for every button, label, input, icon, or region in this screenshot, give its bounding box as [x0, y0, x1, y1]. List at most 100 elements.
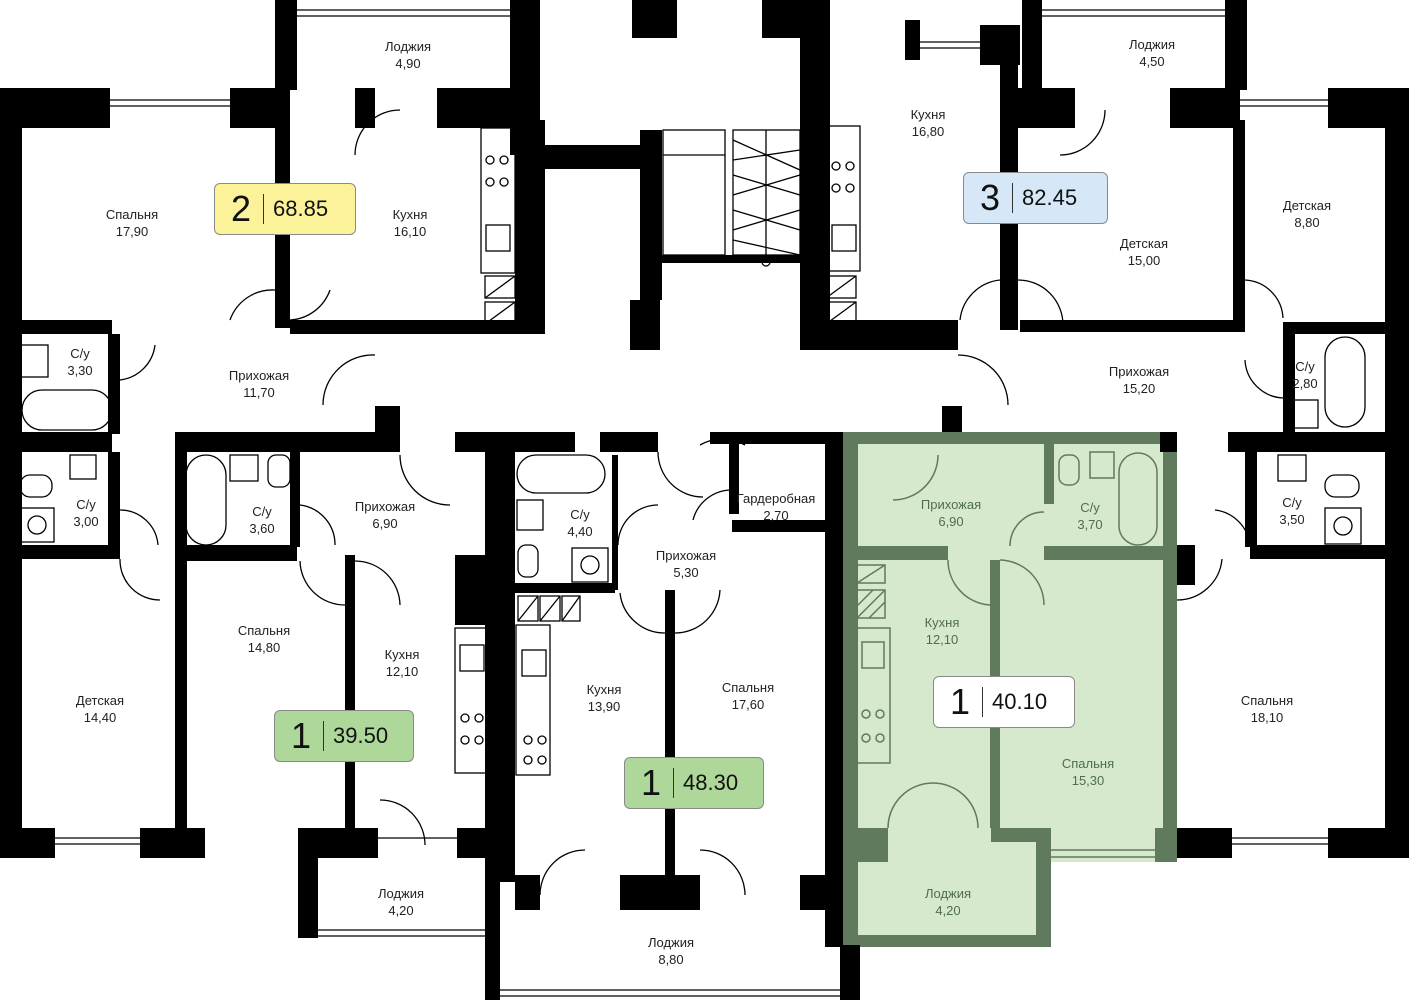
room-name: Кухня	[924, 615, 960, 630]
room-name: С/у	[1080, 500, 1100, 515]
room-area: 4,20	[935, 903, 961, 918]
room-name: Прихожая	[920, 497, 982, 512]
room-label-kitchen-tr: Кухня 16,80	[868, 106, 988, 140]
room-area: 14,80	[247, 640, 281, 655]
badge-divider	[1012, 183, 1014, 213]
room-name: С/у	[1295, 359, 1315, 374]
room-label-loggia-a2: Лоджия 8,80	[611, 934, 731, 968]
apartment-badge-2-room[interactable]: 2 68.85	[214, 183, 356, 235]
room-name: С/у	[70, 346, 90, 361]
room-name: Гардеробная	[736, 491, 816, 506]
room-label-hall-a1: Прихожая 6,90	[325, 498, 445, 532]
room-area: 13,90	[587, 699, 621, 714]
room-name: Прихожая	[228, 368, 290, 383]
apartment-badge-1-room-a[interactable]: 1 39.50	[274, 710, 414, 762]
room-area: 18,10	[1250, 710, 1284, 725]
room-area: 4,20	[388, 903, 414, 918]
badge-divider	[263, 194, 265, 224]
room-area: 4,40	[567, 524, 593, 539]
room-label-bedroom-a1: Спальня 14,80	[204, 622, 324, 656]
room-label-kids-tr2: Детская 8,80	[1247, 197, 1367, 231]
badge-area: 82.45	[1022, 185, 1078, 210]
apartment-badge-1-room-c[interactable]: 1 40.10	[933, 676, 1075, 728]
room-area: 15,30	[1071, 773, 1105, 788]
room-area: 2,70	[763, 508, 789, 523]
room-name: Кухня	[910, 107, 946, 122]
room-name: С/у	[252, 504, 272, 519]
apartment-badge-3-room[interactable]: 3 82.45	[963, 172, 1108, 224]
room-area: 3,70	[1077, 517, 1103, 532]
room-area: 3,00	[73, 514, 99, 529]
room-name: Лоджия	[647, 935, 695, 950]
apartment-badge-1-room-b[interactable]: 1 48.30	[624, 757, 764, 809]
room-label-bath-a3: С/у 3,70	[1030, 499, 1150, 533]
room-label-loggia-tl: Лоджия 4,90	[348, 38, 468, 72]
room-area: 5,30	[673, 565, 699, 580]
room-label-kids-tr1: Детская 15,00	[1084, 235, 1204, 269]
room-area: 8,80	[658, 952, 684, 967]
room-area: 8,80	[1294, 215, 1320, 230]
room-area: 6,90	[938, 514, 964, 529]
room-name: Прихожая	[354, 499, 416, 514]
room-name: Лоджия	[377, 886, 425, 901]
room-name: Спальня	[1240, 693, 1294, 708]
room-area: 6,90	[372, 516, 398, 531]
room-area: 17,90	[115, 224, 149, 239]
room-label-bedroom-r: Спальня 18,10	[1207, 692, 1327, 726]
badge-divider	[982, 687, 984, 717]
room-name: С/у	[1282, 495, 1302, 510]
badge-rooms: 1	[291, 715, 312, 756]
badge-rooms: 1	[641, 762, 662, 803]
room-name: Лоджия	[924, 886, 972, 901]
room-name: Лоджия	[384, 39, 432, 54]
room-area: 2,80	[1292, 376, 1318, 391]
room-name: Кухня	[586, 682, 622, 697]
room-name: Детская	[1282, 198, 1332, 213]
room-area: 16,10	[393, 224, 427, 239]
badge-area: 48.30	[683, 770, 739, 795]
room-label-hall-tl: Прихожая 11,70	[199, 367, 319, 401]
room-name: Лоджия	[1128, 37, 1176, 52]
room-area: 4,90	[395, 56, 421, 71]
fixtures	[19, 9, 1366, 997]
room-area: 14,40	[83, 710, 117, 725]
badge-rooms: 1	[950, 681, 971, 722]
room-label-hall-a2: Прихожая 5,30	[626, 547, 746, 581]
room-label-loggia-a3: Лоджия 4,20	[888, 885, 1008, 919]
room-label-kitchen-a1: Кухня 12,10	[342, 646, 462, 680]
badge-area: 40.10	[992, 689, 1048, 714]
highlighted-apartment[interactable]	[843, 432, 1177, 947]
room-area: 15,00	[1127, 253, 1161, 268]
room-label-loggia-a1: Лоджия 4,20	[341, 885, 461, 919]
room-name: Спальня	[1061, 756, 1115, 771]
room-name: Кухня	[384, 647, 420, 662]
room-label-kids-l: Детская 14,40	[40, 692, 160, 726]
badge-area: 68.85	[273, 196, 329, 221]
room-area: 16,80	[911, 124, 945, 139]
room-name: Детская	[75, 693, 125, 708]
room-name: Прихожая	[655, 548, 717, 563]
room-name: Спальня	[237, 623, 291, 638]
room-area: 3,50	[1279, 512, 1305, 527]
room-name: Детская	[1119, 236, 1169, 251]
badge-rooms: 2	[231, 188, 252, 229]
room-area: 12,10	[925, 632, 959, 647]
room-label-hall-a3: Прихожая 6,90	[891, 496, 1011, 530]
room-area: 11,70	[243, 385, 275, 400]
badge-area: 39.50	[333, 723, 389, 748]
room-area: 15,20	[1122, 381, 1156, 396]
badge-divider	[323, 721, 325, 751]
badge-divider	[673, 768, 675, 798]
room-label-wardrobe-a2: Гардеробная 2,70	[716, 490, 836, 524]
room-area: 12,10	[385, 664, 419, 679]
